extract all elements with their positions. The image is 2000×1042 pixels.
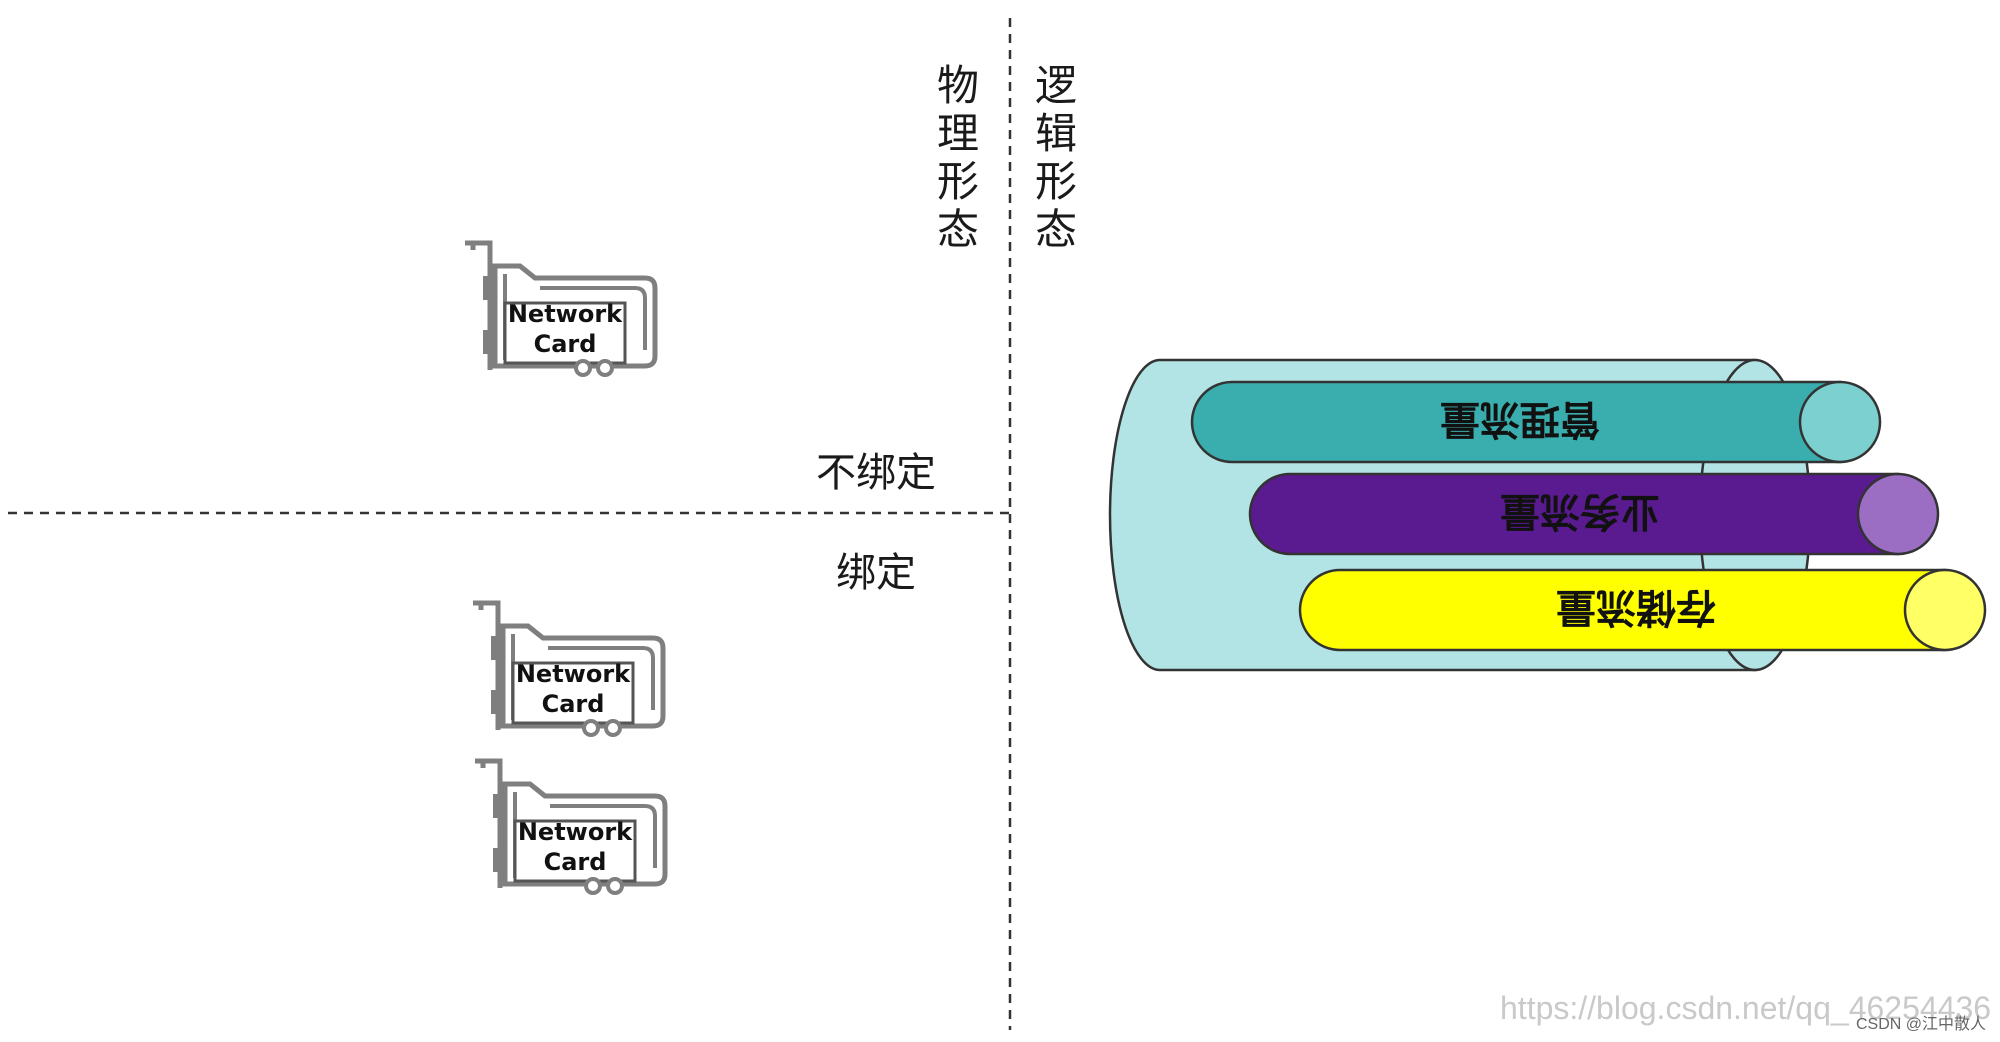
- business-traffic-label: 业务流量: [1500, 488, 1660, 534]
- logical-form-label: 逻 辑 形 态: [1034, 61, 1077, 254]
- network-card-icon: Network Card: [465, 243, 655, 375]
- network-card-line1: Network: [516, 660, 631, 688]
- storage-traffic-label: 存储流量: [1556, 584, 1716, 630]
- network-card-line2: Card: [544, 848, 607, 876]
- watermark-credit: CSDN @江中散人: [1856, 1016, 1987, 1033]
- management-traffic-cylinder: 管理流量: [1190, 380, 1882, 464]
- business-traffic-cylinder: 业务流量: [1248, 472, 1940, 556]
- physical-form-label: 物 理 形 态: [936, 61, 979, 254]
- watermark-url: https://blog.csdn.net/qq_46254436: [1500, 990, 1992, 1026]
- network-card-line1: Network: [518, 818, 633, 846]
- network-card-line2: Card: [542, 690, 605, 718]
- network-card-line1: Network: [508, 300, 623, 328]
- bound-label: 绑定: [836, 550, 916, 596]
- storage-traffic-cylinder: 存储流量: [1298, 568, 1987, 652]
- network-card-icon: Network Card: [473, 603, 663, 735]
- unbound-label: 不绑定: [816, 450, 936, 496]
- network-card-line2: Card: [534, 330, 597, 358]
- network-card-icon: Network Card: [475, 761, 665, 893]
- management-traffic-label: 管理流量: [1440, 396, 1600, 442]
